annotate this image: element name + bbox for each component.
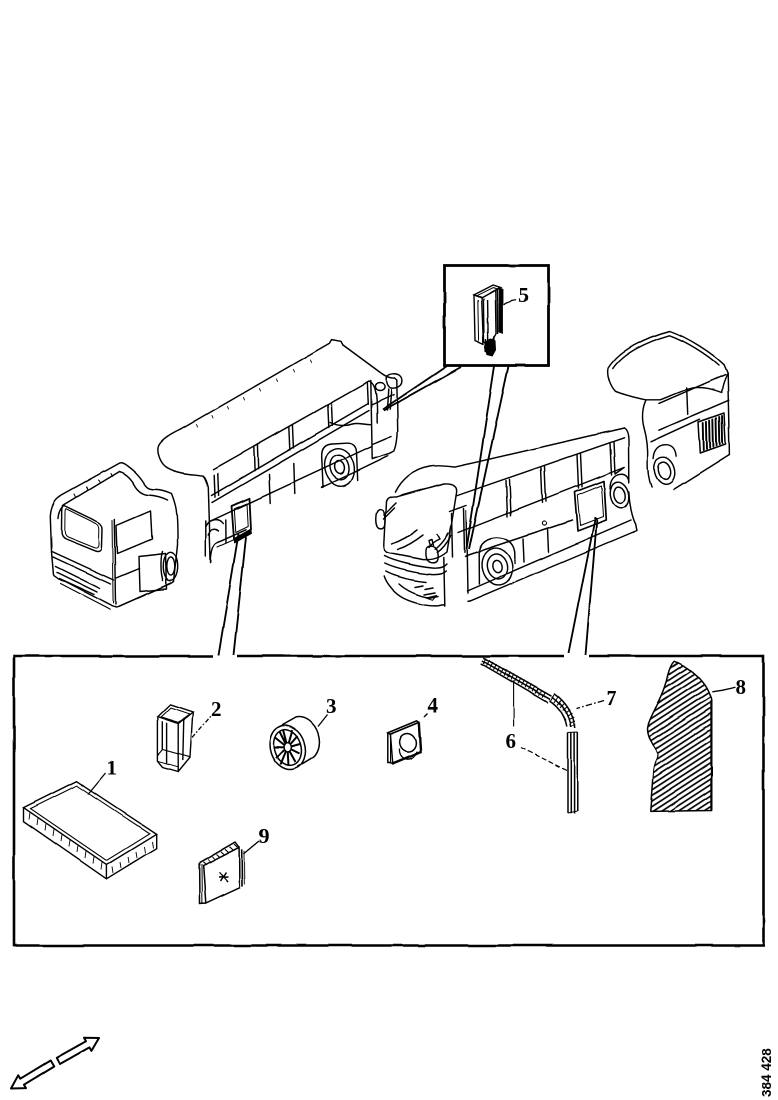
svg-text:3: 3 (326, 694, 337, 718)
svg-text:5: 5 (518, 283, 529, 307)
svg-text:4: 4 (427, 693, 438, 717)
svg-text:9: 9 (259, 824, 270, 848)
svg-text:7: 7 (606, 686, 617, 710)
svg-text:384 428: 384 428 (759, 1048, 774, 1097)
svg-text:6: 6 (506, 729, 517, 753)
svg-text:8: 8 (736, 675, 747, 699)
svg-text:2: 2 (211, 697, 222, 721)
svg-text:1: 1 (107, 756, 118, 780)
